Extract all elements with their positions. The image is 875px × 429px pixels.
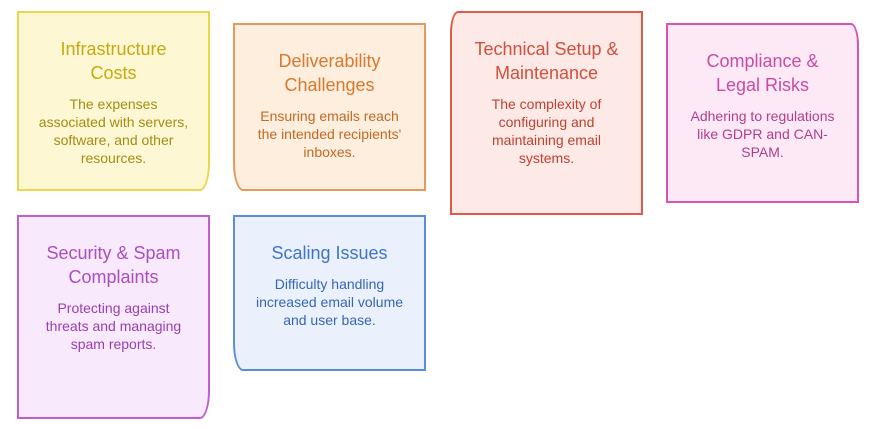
card-technical-setup: Technical Setup & Maintenance The comple… xyxy=(450,11,643,215)
card-title: Security & Spam Complaints xyxy=(46,243,181,287)
card-deliverability-challenges: Deliverability Challenges Ensuring email… xyxy=(233,23,426,191)
card-description: Ensuring emails reach the intended recip… xyxy=(257,108,402,160)
card-title: Compliance & Legal Risks xyxy=(706,51,819,95)
card-scaling-issues: Scaling Issues Difficulty handling incre… xyxy=(233,215,426,371)
card-description: Protecting against threats and managing … xyxy=(45,300,182,352)
card-title: Deliverability Challenges xyxy=(278,51,381,95)
card-description: The expenses associated with servers, so… xyxy=(38,96,189,166)
card-infrastructure-costs: Infrastructure Costs The expenses associ… xyxy=(17,11,210,191)
card-description: Difficulty handling increased email volu… xyxy=(255,276,404,328)
card-security-spam: Security & Spam Complaints Protecting ag… xyxy=(17,215,210,419)
card-title: Technical Setup & Maintenance xyxy=(474,39,619,83)
card-compliance-legal: Compliance & Legal Risks Adhering to reg… xyxy=(666,23,859,203)
card-description: Adhering to regulations like GDPR and CA… xyxy=(690,108,835,160)
card-title: Infrastructure Costs xyxy=(60,39,167,83)
card-description: The complexity of configuring and mainta… xyxy=(491,96,602,166)
card-title: Scaling Issues xyxy=(271,243,388,263)
